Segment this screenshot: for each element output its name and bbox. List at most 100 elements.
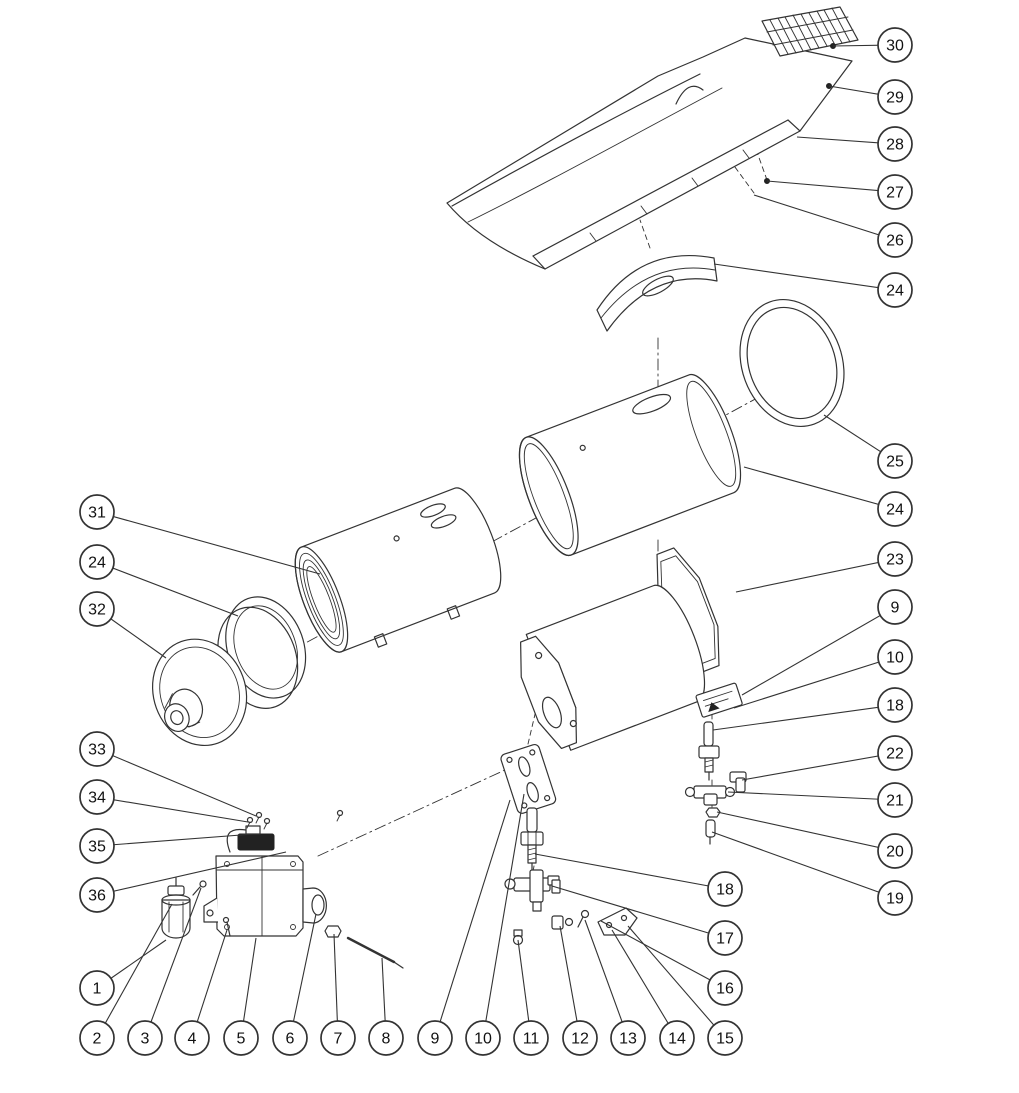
callout-label: 6 bbox=[286, 1031, 295, 1048]
callout-circle bbox=[79, 877, 115, 913]
callout-circle bbox=[610, 1020, 646, 1056]
callout-label: 9 bbox=[891, 600, 900, 617]
callout-5: 5 bbox=[223, 1020, 259, 1056]
diagram-artwork bbox=[151, 6, 859, 969]
callout-label: 18 bbox=[716, 882, 734, 899]
callout-circle bbox=[79, 828, 115, 864]
callout-label: 4 bbox=[188, 1031, 197, 1048]
callout-circle bbox=[79, 970, 115, 1006]
callout-label: 24 bbox=[886, 283, 904, 300]
callout-label: 32 bbox=[88, 602, 106, 619]
callout-label: 17 bbox=[716, 931, 734, 948]
callout-label: 24 bbox=[886, 502, 904, 519]
callout-24: 24 bbox=[877, 272, 913, 308]
leader-line-10 bbox=[482, 793, 525, 1039]
callout-circle bbox=[79, 591, 115, 627]
leader-line-27 bbox=[766, 180, 896, 193]
callout-circle bbox=[877, 735, 913, 771]
leader-line-2 bbox=[96, 903, 173, 1039]
callout-label: 1 bbox=[93, 981, 102, 998]
callout-26: 26 bbox=[877, 222, 913, 258]
upper-shell bbox=[446, 6, 859, 270]
callout-18: 18 bbox=[877, 687, 913, 723]
callout-label: 35 bbox=[88, 839, 106, 856]
callout-10: 10 bbox=[465, 1020, 501, 1056]
callout-circle bbox=[877, 589, 913, 625]
callout-label: 14 bbox=[668, 1031, 686, 1048]
callout-8: 8 bbox=[368, 1020, 404, 1056]
callout-circle bbox=[707, 970, 743, 1006]
callout-circle bbox=[707, 871, 743, 907]
screw-cluster bbox=[246, 809, 344, 830]
callout-circle bbox=[877, 174, 913, 210]
callout-label: 3 bbox=[141, 1031, 150, 1048]
callout-label: 36 bbox=[88, 888, 106, 905]
callout-circle bbox=[877, 79, 913, 115]
callout-label: 21 bbox=[886, 793, 904, 810]
callout-label: 7 bbox=[334, 1031, 343, 1048]
leader-line-12 bbox=[559, 925, 581, 1039]
label-plate bbox=[695, 682, 743, 718]
leader-line-9 bbox=[434, 799, 511, 1039]
rim-slots bbox=[589, 149, 750, 242]
leader-line-3 bbox=[144, 887, 202, 1039]
end-disc bbox=[151, 638, 248, 747]
plug-fitting bbox=[705, 819, 716, 845]
leader-line-18 bbox=[534, 853, 726, 890]
callout-label: 33 bbox=[88, 742, 106, 759]
valve-tee-left bbox=[504, 869, 561, 912]
callout-label: 12 bbox=[571, 1031, 589, 1048]
callout-circle bbox=[223, 1020, 259, 1056]
needle-rod bbox=[346, 936, 396, 964]
callout-24: 24 bbox=[79, 544, 115, 580]
hex-nut bbox=[705, 807, 721, 818]
callout-4: 4 bbox=[174, 1020, 210, 1056]
callout-1: 1 bbox=[79, 970, 115, 1006]
callout-label: 23 bbox=[886, 552, 904, 569]
callout-circle bbox=[877, 782, 913, 818]
callout-label: 28 bbox=[886, 137, 904, 154]
callout-circle bbox=[320, 1020, 356, 1056]
callout-circle bbox=[877, 126, 913, 162]
bracket bbox=[597, 907, 638, 936]
pump-nut bbox=[311, 894, 325, 916]
hex-fitting bbox=[324, 925, 342, 938]
spark-plug-left bbox=[520, 807, 544, 873]
callout-label: 13 bbox=[619, 1031, 637, 1048]
leader-line-16 bbox=[600, 920, 726, 989]
callout-16: 16 bbox=[707, 970, 743, 1006]
callout-14: 14 bbox=[659, 1020, 695, 1056]
callout-label: 9 bbox=[431, 1031, 440, 1048]
leader-line-17 bbox=[551, 885, 726, 939]
callout-label: 22 bbox=[886, 746, 904, 763]
callout-label: 27 bbox=[886, 185, 904, 202]
callout-30: 30 bbox=[877, 27, 913, 63]
callout-13: 13 bbox=[610, 1020, 646, 1056]
callout-label: 25 bbox=[886, 454, 904, 471]
callout-circle bbox=[707, 920, 743, 956]
grill-hatch bbox=[761, 6, 859, 57]
callout-circle bbox=[79, 779, 115, 815]
leader-line-24 bbox=[96, 561, 239, 617]
callout-circle bbox=[877, 222, 913, 258]
callout-circle bbox=[79, 544, 115, 580]
leader-line-35 bbox=[96, 833, 255, 847]
callout-circle bbox=[877, 687, 913, 723]
callout-27: 27 bbox=[877, 174, 913, 210]
callout-label: 16 bbox=[716, 981, 734, 998]
callout-label: 31 bbox=[88, 505, 106, 522]
leader-line-10 bbox=[733, 656, 896, 709]
callout-circle bbox=[174, 1020, 210, 1056]
curved-band bbox=[596, 254, 718, 332]
callout-label: 10 bbox=[886, 650, 904, 667]
inner-cylinder bbox=[294, 487, 502, 653]
callout-circle bbox=[877, 491, 913, 527]
callout-label: 19 bbox=[886, 891, 904, 908]
stud bbox=[222, 916, 230, 924]
callouts-layer: 3029282726242524239101822212019312432333… bbox=[79, 27, 913, 1056]
callout-29: 29 bbox=[877, 79, 913, 115]
callout-28: 28 bbox=[877, 126, 913, 162]
callout-17: 17 bbox=[707, 920, 743, 956]
leader-line-36 bbox=[96, 851, 287, 896]
